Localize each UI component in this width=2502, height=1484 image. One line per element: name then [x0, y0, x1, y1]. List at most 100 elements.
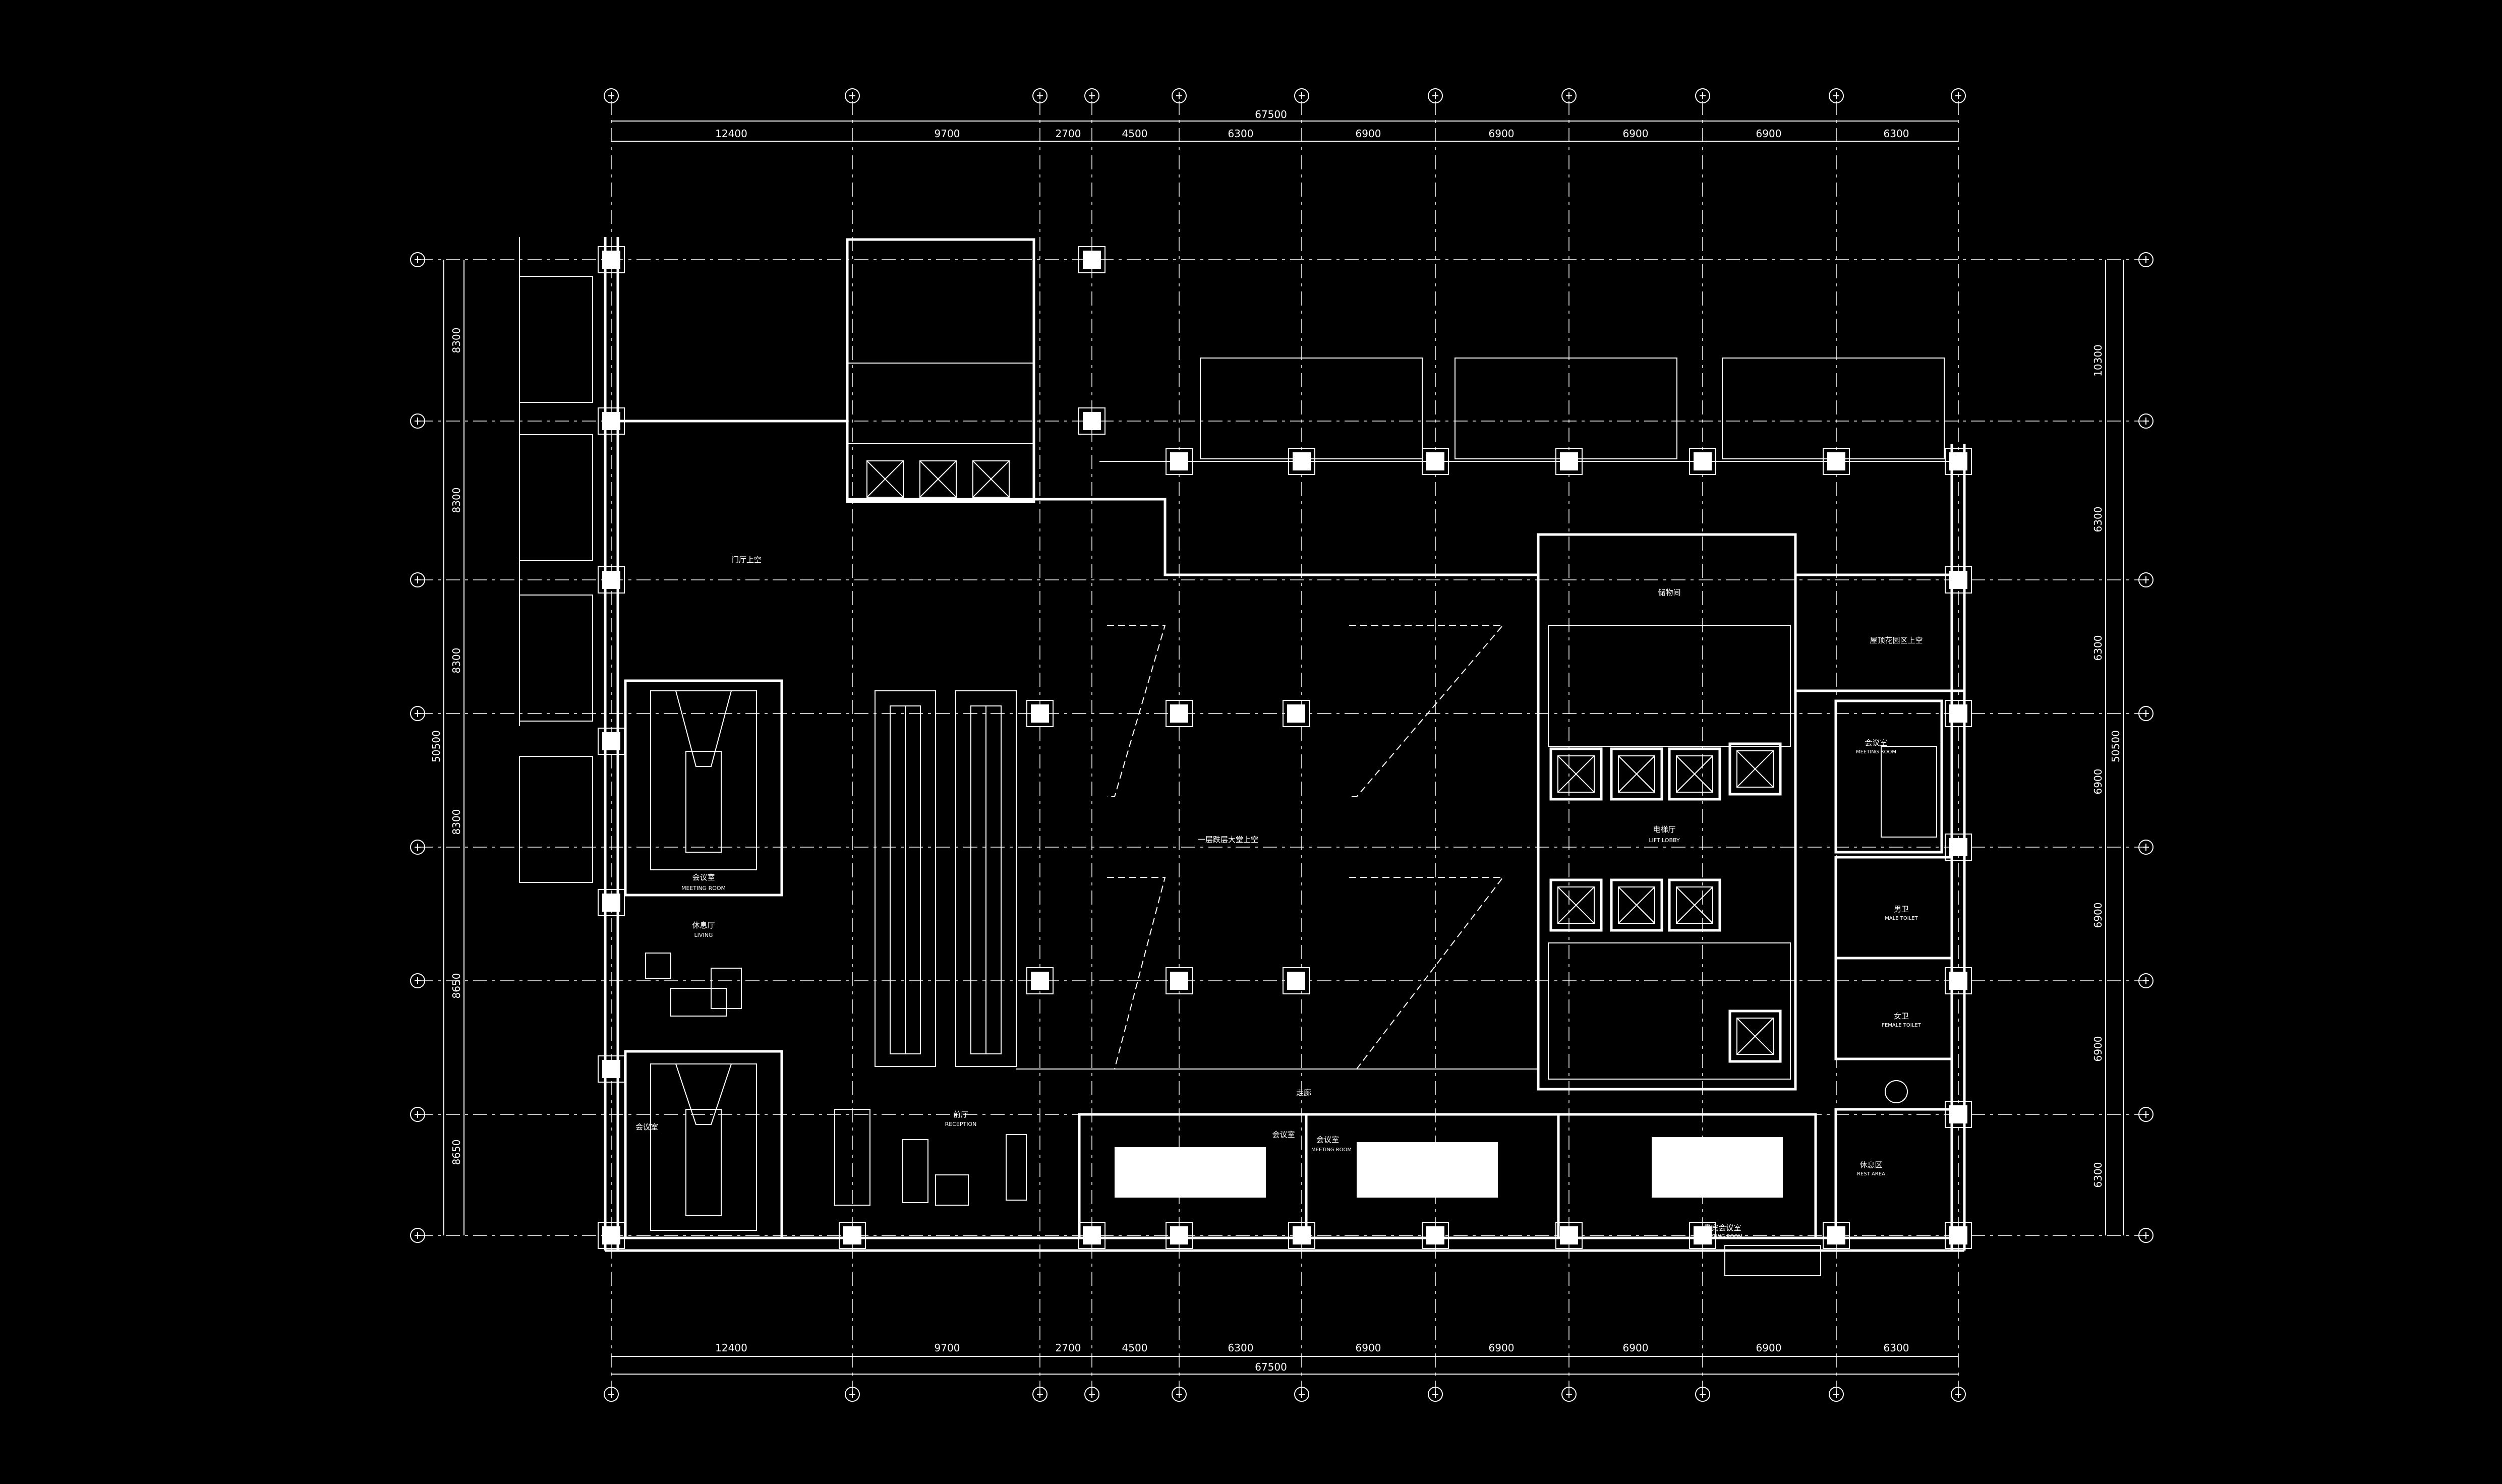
column	[1166, 448, 1193, 475]
elevator-shaft-cross	[972, 460, 1010, 498]
grid-axis-bubble	[1084, 88, 1099, 103]
left-dim-5: 8650	[450, 973, 462, 999]
grid-axis-bubble	[2138, 1228, 2154, 1243]
elevator-shaft-cross	[1557, 886, 1595, 924]
grid-axis-bubble	[1829, 1387, 1844, 1402]
reception-label: 前厅	[953, 1110, 968, 1119]
storage-label: 储物间	[1658, 588, 1680, 597]
column	[1422, 448, 1449, 475]
column	[1166, 700, 1193, 727]
sky-garden-label: 屋顶花园区上空	[1870, 636, 1923, 645]
column	[839, 1222, 866, 1249]
column	[1945, 448, 1972, 475]
column	[1945, 1222, 1972, 1249]
west-meeting-room-lower: 会议室	[624, 1050, 783, 1239]
lounge-label: 休息厅	[692, 921, 715, 930]
grid-axis-markers	[410, 88, 2154, 1402]
meeting-room-upper-label: 会议室	[692, 873, 715, 882]
elevator-core: 储物间 电梯厅 LIFT LOBBY	[866, 460, 1797, 1091]
top-dim-4: 4500	[1122, 128, 1148, 140]
grid-axis-bubble	[1294, 88, 1309, 103]
grid-axis-bubble	[1561, 88, 1577, 103]
column	[1078, 1222, 1105, 1249]
right-dim-3: 6300	[2092, 635, 2104, 661]
column	[598, 889, 625, 916]
top-dim-3: 2700	[1056, 128, 1081, 140]
bottom-dim-5: 6300	[1228, 1342, 1254, 1354]
elevator-shaft-cross	[866, 460, 904, 498]
bottom-dim-6: 6900	[1356, 1342, 1381, 1354]
grid-axis-bubble	[1294, 1387, 1309, 1402]
column	[1555, 448, 1583, 475]
east-wing: 屋顶花园区上空 会议室 MEETING ROOM 男卫 MALE TOILET …	[1794, 573, 1966, 1239]
left-dim-6: 8650	[450, 1140, 462, 1165]
grid-axis-bubble	[845, 88, 860, 103]
grid-axis-bubble	[410, 572, 425, 587]
column	[1078, 246, 1105, 273]
grid-axis-bubble	[1695, 88, 1710, 103]
column	[1689, 448, 1716, 475]
column	[1166, 967, 1193, 994]
dimension-chains: 67500 12400 9700 2700 4500 6300 6900 690…	[430, 108, 2124, 1375]
column	[1283, 700, 1310, 727]
entrance-void-label: 门厅上空	[731, 555, 762, 564]
grid-axis-bubble	[410, 840, 425, 855]
atrium-void-label: 一层跌层大堂上空	[1198, 835, 1258, 844]
structural-columns	[598, 246, 1972, 1249]
south-meeting-rooms: 会议室 会议室 MEETING ROOM 贵宾会议室 MEETING ROOM	[1078, 1113, 1821, 1276]
grid-axis-bubble	[1172, 88, 1187, 103]
grid-axis-bubble	[2138, 572, 2154, 587]
grid-axis-bubble	[410, 1228, 425, 1243]
column	[1945, 566, 1972, 593]
rest-area-en: REST AREA	[1857, 1171, 1885, 1177]
column	[1945, 1101, 1972, 1128]
column	[1166, 1222, 1193, 1249]
corridor-note: 走廊	[1296, 1088, 1311, 1097]
grid-axis-bubble	[1032, 88, 1048, 103]
column	[1823, 1222, 1850, 1249]
grid-axis-bubble	[410, 706, 425, 721]
grid-axis-bubble	[410, 252, 425, 267]
grid-axis-bubble	[410, 1107, 425, 1122]
bottom-dim-10: 6300	[1884, 1342, 1909, 1354]
top-dim-6: 6900	[1356, 128, 1381, 140]
elevator-shaft-cross	[1618, 755, 1655, 793]
column	[1422, 1222, 1449, 1249]
grid-axis-bubble	[2138, 413, 2154, 429]
reception-area: 前厅 RECEPTION 走廊	[834, 1088, 1311, 1206]
left-dim-2: 8300	[450, 488, 462, 513]
male-toilet-en: MALE TOILET	[1885, 916, 1918, 921]
lounge-en: LIVING	[694, 932, 713, 938]
grid-axis-bubble	[2138, 1107, 2154, 1122]
top-overall-dimension: 67500	[1255, 108, 1287, 121]
column	[1555, 1222, 1583, 1249]
lift-lobby-en: LIFT LOBBY	[1649, 837, 1680, 844]
grid-axis-bubble	[1951, 1387, 1966, 1402]
multi-meeting-en: MEETING ROOM	[1311, 1147, 1352, 1153]
bottom-dim-3: 2700	[1056, 1342, 1081, 1354]
elevator-shaft-cross	[1557, 755, 1595, 793]
atrium-void: 一层跌层大堂上空	[1016, 625, 1538, 1070]
top-dim-8: 6900	[1623, 128, 1649, 140]
bottom-dim-1: 12400	[715, 1342, 747, 1354]
bottom-dim-7: 6900	[1489, 1342, 1515, 1354]
reception-en: RECEPTION	[945, 1121, 977, 1127]
elevator-shaft-cross	[919, 460, 957, 498]
lounge-area: 休息厅 LIVING	[645, 921, 742, 1017]
grid-axis-bubble	[1428, 88, 1443, 103]
left-dim-3: 8300	[450, 648, 462, 674]
vip-meeting-en: MEETING ROOM	[1702, 1234, 1742, 1239]
top-dim-10: 6300	[1884, 128, 1909, 140]
top-dim-5: 6300	[1228, 128, 1254, 140]
right-dim-2: 6300	[2092, 507, 2104, 532]
column	[1945, 834, 1972, 861]
column	[598, 566, 625, 593]
column	[1078, 407, 1105, 435]
left-overall-dimension: 50500	[430, 730, 442, 762]
grid-axis-bubble	[2138, 706, 2154, 721]
multi-meeting-1-label: 会议室	[1316, 1135, 1339, 1144]
grid-axis-bubble	[410, 413, 425, 429]
female-toilet-en: FEMALE TOILET	[1882, 1023, 1921, 1028]
right-dim-4: 6900	[2092, 769, 2104, 795]
